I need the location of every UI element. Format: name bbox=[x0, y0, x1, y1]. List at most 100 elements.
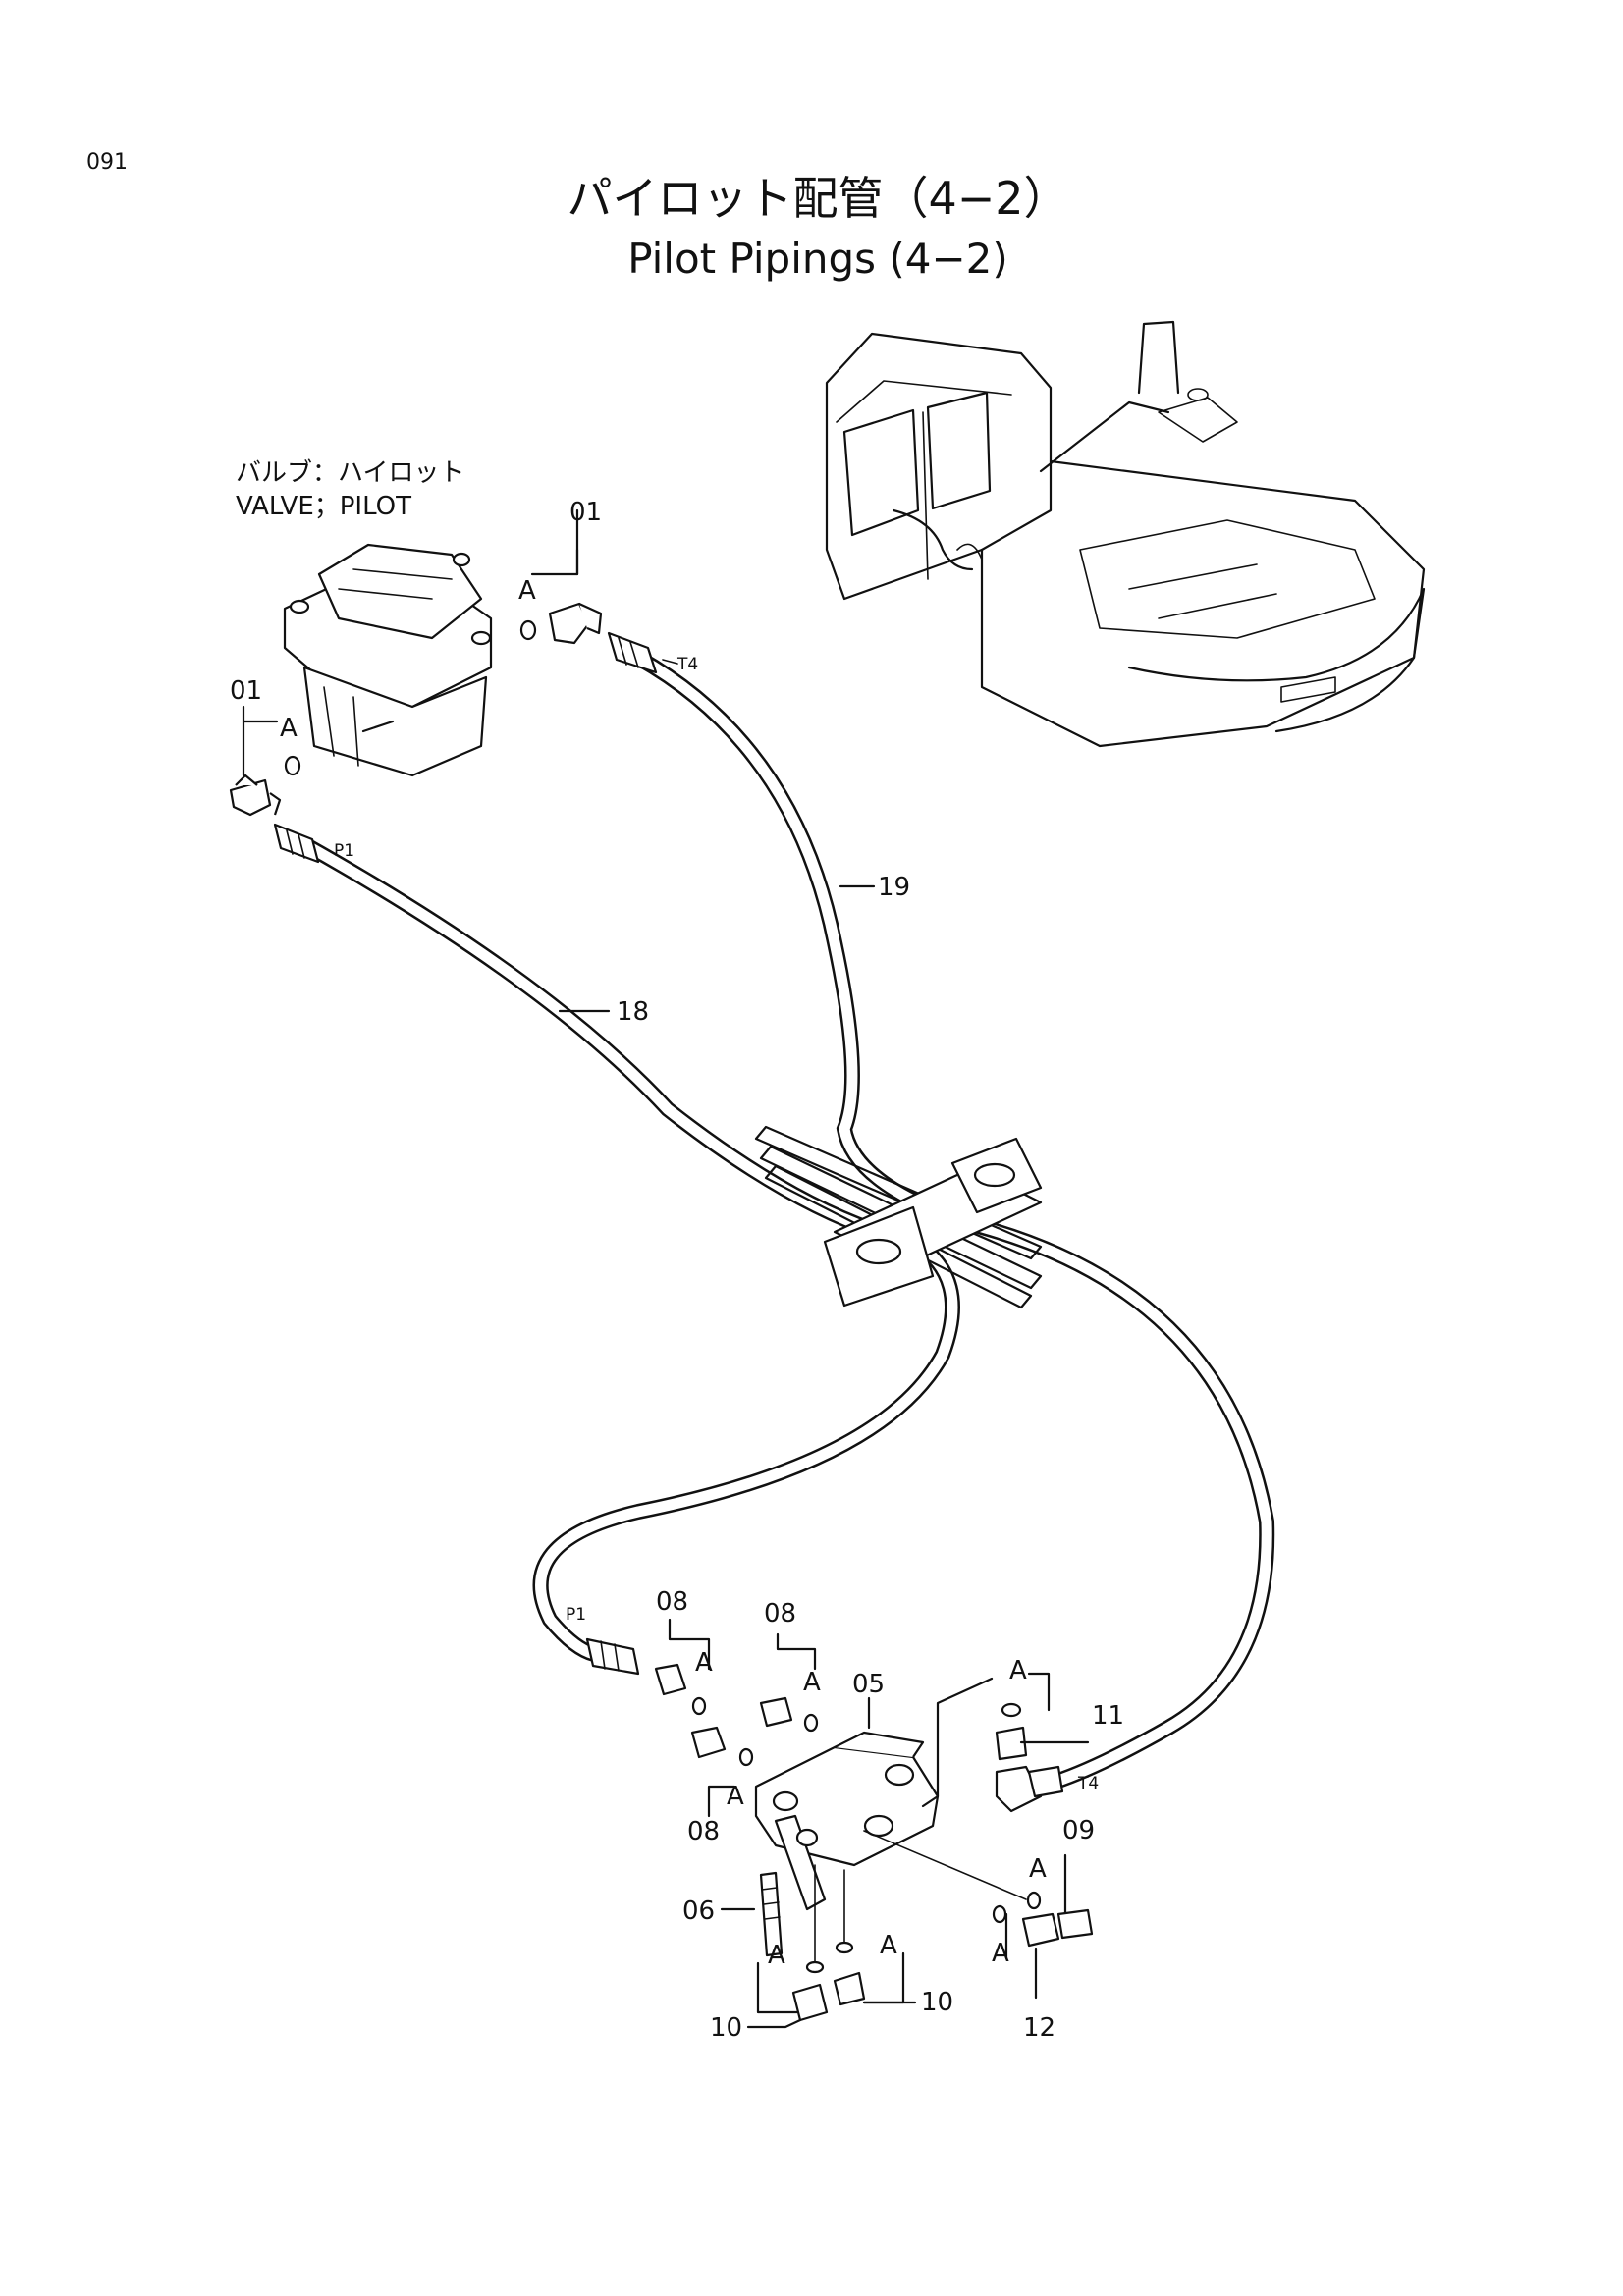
handrail bbox=[1137, 320, 1180, 395]
callout-bracket bbox=[668, 1618, 711, 1671]
valve-bolt bbox=[452, 552, 471, 567]
elbow-thread bbox=[269, 792, 282, 816]
clamp-bolt bbox=[973, 1162, 1016, 1188]
valve-label-english: VALVE；PILOT bbox=[236, 492, 411, 521]
adapter-fitting bbox=[759, 1696, 793, 1728]
callout-11: 11 bbox=[1092, 1701, 1124, 1731]
cab-valve-hint bbox=[956, 543, 983, 561]
ref-a-label: A bbox=[518, 576, 536, 606]
callout-08-b: 08 bbox=[764, 1599, 796, 1629]
hose-end-knurl bbox=[286, 829, 305, 859]
counterweight bbox=[1127, 587, 1426, 733]
callout-bracket bbox=[776, 1632, 817, 1671]
ref-a-label: A bbox=[1029, 1854, 1047, 1884]
o-ring bbox=[805, 1960, 825, 1974]
cab-roof-line bbox=[836, 380, 1012, 423]
fitting-10 bbox=[833, 1971, 866, 2006]
hose-end-knurl bbox=[618, 637, 639, 668]
valve-lever bbox=[774, 1814, 827, 1911]
port-label-t4-top: T4 bbox=[676, 655, 698, 674]
cab-pilot-hose-hint bbox=[892, 508, 974, 571]
callout-bracket bbox=[1027, 1672, 1051, 1712]
callout-12: 12 bbox=[1023, 2013, 1055, 2043]
clamp-bolt bbox=[855, 1238, 902, 1265]
ref-a-label: A bbox=[727, 1782, 744, 1811]
cab-body bbox=[825, 332, 1053, 601]
bolt-06 bbox=[759, 1871, 784, 1957]
callout-19: 19 bbox=[878, 873, 910, 902]
adapter-fitting-12 bbox=[1021, 1912, 1060, 1948]
adapter-fitting bbox=[690, 1726, 727, 1759]
cab-window-right bbox=[926, 391, 992, 510]
port-label-p1-bottom: P1 bbox=[566, 1605, 586, 1625]
hose-19: T4 19 bbox=[607, 631, 1275, 1789]
title-english: Pilot Pipings (4−2) bbox=[627, 235, 1008, 283]
ref-a-label: A bbox=[992, 1939, 1009, 1968]
ref-a-label: A bbox=[768, 1941, 785, 1970]
o-ring bbox=[803, 1713, 819, 1733]
callout-06: 06 bbox=[682, 1896, 715, 1926]
valve-port bbox=[772, 1790, 799, 1812]
hose-end-knurl bbox=[600, 1640, 620, 1672]
valve-cover-ridges bbox=[338, 568, 453, 600]
ref-a-label: A bbox=[1009, 1656, 1027, 1685]
page-number: 091 bbox=[86, 150, 128, 175]
elbow-body bbox=[235, 774, 258, 786]
o-ring bbox=[691, 1696, 707, 1716]
upper-structure bbox=[980, 459, 1426, 748]
callout-bracket bbox=[862, 1951, 905, 2004]
ref-a-label: A bbox=[803, 1668, 821, 1697]
cab-door-line bbox=[922, 411, 929, 580]
o-ring bbox=[1026, 1891, 1042, 1910]
hose-clamp-bundle bbox=[754, 1125, 1043, 1309]
valve-cover-top bbox=[317, 543, 483, 640]
callout-09: 09 bbox=[1062, 1816, 1095, 1845]
cab-window-left bbox=[842, 408, 920, 537]
bundled-tube bbox=[764, 1164, 1033, 1309]
valve-port bbox=[884, 1763, 915, 1787]
callout-leader bbox=[746, 2018, 802, 2029]
valve-block-top bbox=[834, 1731, 925, 1758]
valve-port bbox=[863, 1814, 894, 1838]
counterweight-slot bbox=[1280, 676, 1336, 703]
elbow-fitting bbox=[548, 602, 591, 645]
excavator-overview-illustration bbox=[825, 320, 1426, 748]
o-ring bbox=[284, 755, 301, 776]
pilot-valve-assembly: バルブ：ハイロット VALVE；PILOT bbox=[236, 458, 493, 777]
o-ring bbox=[835, 1941, 854, 1954]
ref-a-label: A bbox=[880, 1931, 897, 1960]
callout-01-left: 01 bbox=[230, 676, 262, 706]
ref-a-label: A bbox=[280, 714, 298, 743]
lower-valve-assembly: P1 08 A 08 A A 08 05 06 bbox=[566, 1587, 1124, 2043]
lever-pivot bbox=[795, 1828, 819, 1847]
valve-port-stub bbox=[361, 720, 395, 733]
adapter-fitting-09 bbox=[1056, 1908, 1094, 1940]
hose-end-fitting bbox=[1027, 1765, 1064, 1798]
hose-end-fitting bbox=[273, 823, 320, 864]
callout-18: 18 bbox=[617, 997, 649, 1027]
valve-bolt bbox=[470, 630, 492, 646]
o-ring bbox=[738, 1747, 754, 1767]
bolt-thread bbox=[761, 1887, 781, 1920]
o-ring bbox=[992, 1904, 1007, 1924]
valve-body-lines bbox=[323, 686, 359, 767]
hose-end-fitting bbox=[585, 1637, 640, 1676]
fitting-01-top: 01 A bbox=[518, 498, 603, 645]
tank-top bbox=[1158, 397, 1238, 443]
callout-bracket bbox=[756, 1961, 799, 2014]
callout-10-right: 10 bbox=[921, 1988, 953, 2017]
elbow-fitting bbox=[229, 778, 272, 817]
fitting-axis-line bbox=[863, 1830, 1027, 1900]
port-label-p1-top: P1 bbox=[334, 841, 354, 861]
engine-cover bbox=[1079, 519, 1376, 639]
callout-bracket bbox=[707, 1785, 736, 1818]
elbow-thread bbox=[578, 602, 603, 635]
fitting-01-left: 01 A bbox=[229, 676, 301, 817]
ref-a-label: A bbox=[695, 1648, 713, 1678]
adapter-fitting-11 bbox=[995, 1726, 1028, 1761]
callout-bracket-11 bbox=[921, 1677, 994, 1808]
valve-label-japanese: バルブ：ハイロット bbox=[236, 458, 464, 488]
engine-cover-vents bbox=[1128, 563, 1277, 619]
